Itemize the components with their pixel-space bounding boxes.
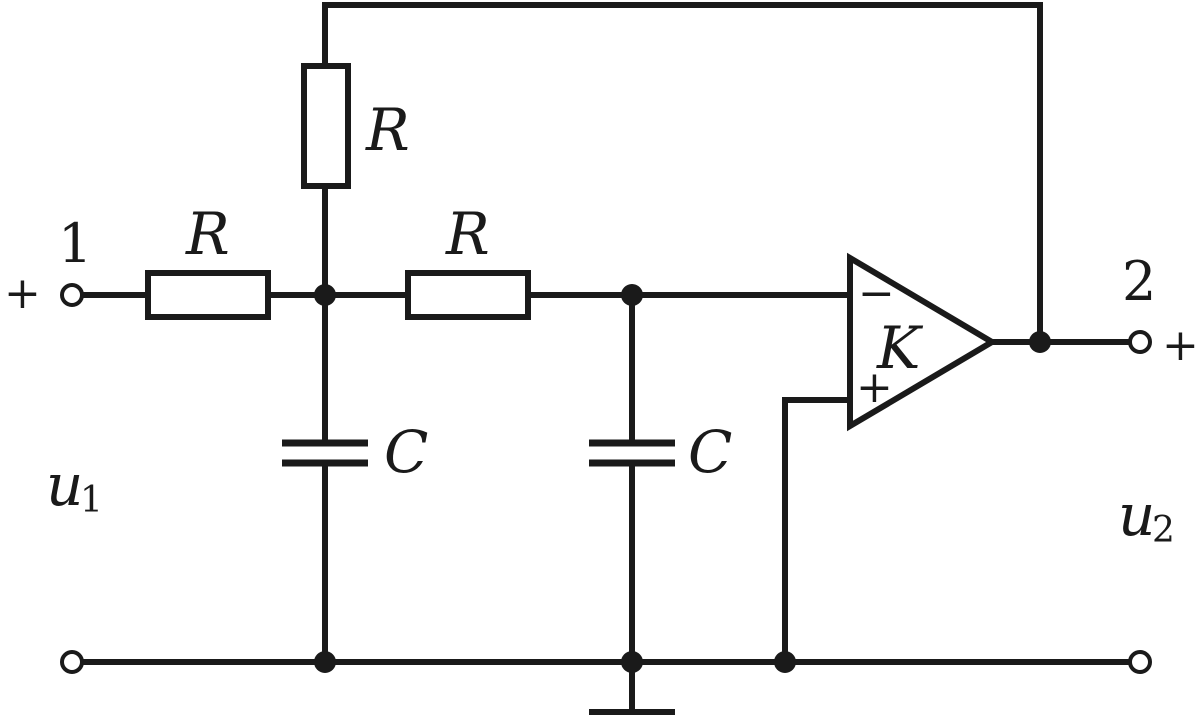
noninverting-wire <box>782 397 853 665</box>
junction-dot <box>1029 331 1051 353</box>
ground-terminal-right <box>1128 650 1152 674</box>
resistor-input-label: R <box>185 200 230 268</box>
capacitor-left <box>282 439 368 467</box>
output-terminal <box>1128 330 1152 354</box>
resistor-input <box>145 270 271 320</box>
output-voltage-label: u <box>1118 481 1155 549</box>
capacitor-right <box>589 439 675 467</box>
ground-terminal-left <box>60 650 84 674</box>
opamp-inverting-sign: − <box>858 268 895 319</box>
output-voltage-subscript: 2 <box>1152 510 1175 551</box>
input-terminal <box>60 283 84 307</box>
junction-dot <box>621 284 643 306</box>
opamp-triangle <box>847 252 998 432</box>
resistor-middle-label: R <box>445 200 490 268</box>
output-port-label: 2 <box>1122 250 1156 313</box>
junction-dot <box>314 284 336 306</box>
wires <box>77 2 1133 715</box>
resistor-top <box>301 63 351 189</box>
capacitor-right-label: C <box>688 418 732 486</box>
output-polarity: + <box>1162 320 1199 371</box>
input-voltage-label: u <box>46 451 83 519</box>
input-polarity: + <box>4 268 41 319</box>
capacitor-left-label: C <box>384 418 428 486</box>
junction-dot <box>621 651 643 673</box>
resistor-top-label: R <box>365 96 410 164</box>
input-voltage-subscript: 1 <box>80 480 103 521</box>
junction-dot <box>314 651 336 673</box>
opamp-gain-label: K <box>876 314 924 382</box>
junction-dot <box>774 651 796 673</box>
opamp-noninverting-sign: + <box>856 362 893 413</box>
resistor-middle <box>405 270 531 320</box>
input-port-label: 1 <box>58 212 92 275</box>
